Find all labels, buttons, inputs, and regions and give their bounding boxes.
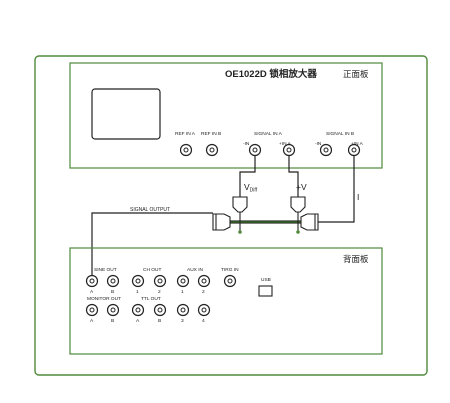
- wire-signal-output: [91, 212, 213, 280]
- bnc-sine-out-b: [106, 274, 120, 288]
- sig-a-minus-label: -IN: [243, 141, 250, 147]
- outer-frame: [34, 55, 428, 376]
- right-connector: [300, 213, 319, 231]
- sig-b-plus-label: +IN A: [351, 141, 364, 147]
- bnc-monitor-out-a: [85, 303, 99, 317]
- bnc-aux-in-2: [197, 274, 211, 288]
- model-title: OE1022D 锁相放大器: [225, 68, 317, 80]
- bnc-sine-out-a: [85, 274, 99, 288]
- monitor-out-label: MONITOR OUT: [87, 296, 121, 302]
- bnc-ttl-out-4: [197, 303, 211, 317]
- ref-in-a-label: REF IN A: [175, 131, 196, 137]
- bnc-monitor-out-b: [106, 303, 120, 317]
- bnc-ttl-out-3: [176, 303, 190, 317]
- rear-row1-connectors: [85, 274, 237, 288]
- ch-out-label: CH OUT: [143, 267, 161, 273]
- rear-row2-sublabels: A B A B 3 4: [90, 318, 205, 324]
- wire-diff-minus: [239, 156, 256, 198]
- wire-diff-plus: [288, 156, 299, 198]
- wire-current: [318, 156, 355, 223]
- sine-out-label: SINE OUT: [94, 267, 117, 273]
- ref-in-b-label: REF IN B: [201, 131, 221, 137]
- v-diff-label: VDiff: [244, 182, 258, 194]
- signal-output-label: SIGNAL OUTPUT: [130, 207, 170, 213]
- sig-b-minus-label: -IN: [315, 141, 322, 147]
- row1-sub-4: 1: [181, 289, 184, 295]
- bnc-ttl-out-b: [153, 303, 167, 317]
- rear-row1-sublabels: A B 1 2 1 2: [90, 289, 205, 295]
- sig-a-plus-label: +IN A: [279, 141, 292, 147]
- row2-sub-2: A: [136, 318, 140, 324]
- tirg-in-label: TIRG IN: [221, 267, 239, 273]
- bnc-ref-in-a: [179, 143, 193, 157]
- aux-in-label: AUX IN: [187, 267, 204, 273]
- bnc-ch-out-2: [153, 274, 167, 288]
- rear-panel-name: 背面板: [343, 254, 369, 264]
- usb-port: [258, 285, 273, 297]
- ttl-out-label: TTL OUT: [141, 296, 161, 302]
- front-panel: OE1022D 锁相放大器 正面板 REF IN A REF IN B SIGN…: [69, 62, 383, 169]
- bnc-aux-in-1: [176, 274, 190, 288]
- bnc-ttl-out-a: [131, 303, 145, 317]
- bnc-signal-b-minus: [319, 143, 333, 157]
- signal-in-b-label: SIGNAL IN B: [326, 131, 354, 137]
- row1-sub-1: B: [111, 289, 114, 295]
- row2-sub-1: B: [111, 318, 114, 324]
- left-connector: [212, 213, 231, 231]
- rear-panel-box: [69, 247, 383, 355]
- row2-sub-5: 4: [202, 318, 205, 324]
- rear-row2-connectors: [85, 303, 211, 317]
- row1-sub-5: 2: [202, 289, 205, 295]
- row2-sub-3: B: [158, 318, 161, 324]
- bnc-ref-in-b: [205, 143, 219, 157]
- bnc-signal-a-minus: [248, 143, 262, 157]
- usb-label: USB: [261, 277, 271, 283]
- bnc-ch-out-1: [131, 274, 145, 288]
- row1-sub-2: 1: [136, 289, 139, 295]
- wiring: [91, 156, 355, 280]
- row1-sub-0: A: [90, 289, 94, 295]
- plus-v-label: +V: [296, 182, 307, 192]
- bnc-signal-b-plus: [347, 143, 361, 157]
- display-screen: [91, 88, 161, 140]
- row2-sub-0: A: [90, 318, 94, 324]
- right-probe: [290, 196, 306, 234]
- bnc-signal-a-plus: [282, 143, 296, 157]
- bnc-tirg-in: [223, 274, 237, 288]
- left-probe: [232, 196, 248, 234]
- front-panel-box: [69, 62, 383, 169]
- row1-sub-3: 2: [158, 289, 161, 295]
- front-panel-name: 正面板: [343, 69, 369, 79]
- rear-panel: 背面板 SINE OUT CH OUT AUX IN TIRG IN USB A…: [69, 247, 383, 355]
- signal-in-a-label: SIGNAL IN A: [254, 131, 283, 137]
- current-label: I: [357, 192, 359, 202]
- row2-sub-4: 3: [181, 318, 184, 324]
